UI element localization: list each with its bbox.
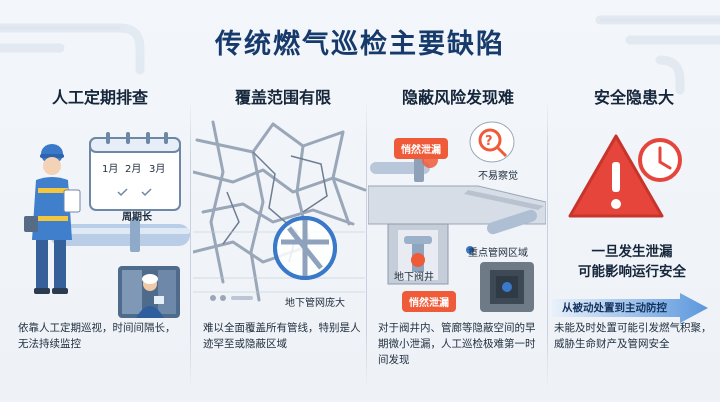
calendar-month: 2月 — [125, 163, 141, 175]
cycle-long-label: 周期长 — [122, 210, 153, 223]
column-heading: 隐蔽风险发现难 — [401, 88, 514, 107]
calendar-month: 1月 — [102, 163, 118, 175]
inspection-photo — [118, 266, 180, 318]
valve-well-icon — [387, 223, 449, 285]
question-bubble-icon: ? — [469, 121, 515, 163]
valve-well-photo — [480, 262, 534, 312]
hard-to-notice-label: 不易察觉 — [478, 171, 518, 182]
dot-indicator — [210, 295, 253, 301]
column-divider — [366, 100, 367, 390]
calendar-month: 3月 — [149, 163, 165, 175]
arrow-shape-icon — [552, 293, 708, 323]
column-description: 难以全面覆盖所有管线，特别是人迹罕至或隐蔽区域 — [203, 322, 361, 350]
column-description: 未能及时处置可能引发燃气积聚，威胁生命财产及管网安全 — [554, 322, 712, 350]
arrow-label: 从被动处置到主动防控 — [562, 302, 667, 314]
column-manual-inspection: 人工定期排查 1月 2月 3月 周期长 — [10, 80, 190, 402]
column-heading: 安全隐患大 — [593, 88, 674, 107]
valve-well-illustration: ? — [368, 121, 546, 285]
column-description: 依靠人工定期巡视，时间间隔长，无法持续监控 — [18, 322, 176, 350]
warning-line-1: 一旦发生泄漏 — [591, 244, 673, 260]
column-safety-hazard: 安全隐患大 一旦发生泄漏 可能影响运行安全 未能及时处置可能引发燃气积聚，威胁生… — [544, 80, 720, 402]
valve-well-label: 地下阀井 — [394, 272, 434, 283]
pipe-network-map — [193, 120, 367, 302]
magnifier-icon — [273, 216, 337, 280]
warning-text: 一旦发生泄漏 可能影响运行安全 — [544, 242, 720, 282]
leak-tag-bottom: 悄然泄漏 — [402, 291, 456, 312]
underground-network-label: 地下管网庞大 — [285, 298, 345, 309]
calendar-icon: 1月 2月 3月 — [89, 132, 181, 211]
warning-triangle-icon — [568, 134, 664, 218]
proactive-arrow: 从被动处置到主动防控 — [552, 293, 710, 323]
inspector-illustration: 1月 2月 3月 周期长 — [24, 132, 190, 294]
leak-tag-top: 悄然泄漏 — [394, 138, 448, 159]
warning-illustration — [568, 134, 682, 218]
clock-icon — [638, 138, 682, 182]
column-divider — [547, 100, 548, 390]
page-title: 传统燃气巡检主要缺陷 — [215, 29, 505, 60]
pipe-icon — [50, 218, 190, 252]
svg-text:?: ? — [485, 134, 493, 149]
column-heading: 覆盖范围有限 — [234, 88, 331, 107]
warning-line-2: 可能影响运行安全 — [578, 264, 686, 280]
column-heading: 人工定期排查 — [51, 88, 148, 107]
column-hidden-risk: 隐蔽风险发现难 ? 悄然泄漏 不易察觉 重点管网区域 地下阀井 悄然泄 — [368, 80, 548, 402]
key-area-label: 重点管网区域 — [468, 248, 528, 259]
column-description: 对于阀井内、管廊等隐蔽空间的早期微小泄漏，人工巡检极难第一时间发现 — [378, 322, 536, 366]
column-divider — [190, 100, 191, 390]
column-limited-coverage: 覆盖范围有限 — [193, 80, 373, 402]
worker-icon — [24, 144, 81, 294]
